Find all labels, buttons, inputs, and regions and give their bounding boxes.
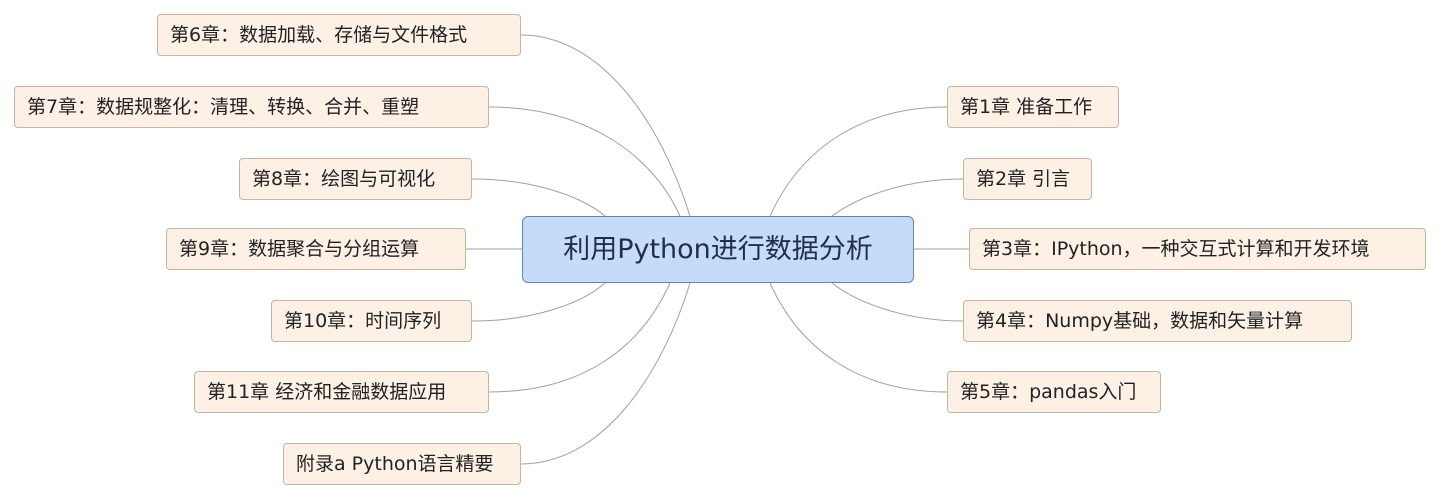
link-ch4 — [831, 282, 964, 322]
link-appendix — [520, 282, 691, 465]
link-ch7 — [488, 106, 681, 217]
link-ch8 — [471, 178, 606, 217]
node-ch4[interactable]: 第4章：Numpy基础，数据和矢量计算 — [963, 300, 1352, 342]
node-appendix-a[interactable]: 附录a Python语言精要 — [283, 443, 521, 485]
link-ch2 — [831, 178, 964, 217]
node-ch11[interactable]: 第11章 经济和金融数据应用 — [194, 371, 489, 413]
central-topic[interactable]: 利用Python进行数据分析 — [522, 216, 914, 283]
node-ch8[interactable]: 第8章：绘图与可视化 — [239, 158, 472, 200]
link-ch10 — [471, 282, 606, 322]
node-ch2[interactable]: 第2章 引言 — [963, 158, 1092, 200]
link-ch11 — [488, 282, 671, 393]
node-ch10[interactable]: 第10章：时间序列 — [271, 300, 472, 342]
node-ch5[interactable]: 第5章：pandas入门 — [947, 371, 1161, 413]
node-ch3[interactable]: 第3章：IPython，一种交互式计算和开发环境 — [969, 228, 1426, 270]
node-ch7[interactable]: 第7章：数据规整化：清理、转换、合并、重塑 — [14, 86, 489, 128]
link-ch1 — [769, 106, 948, 217]
link-ch5 — [769, 282, 948, 393]
node-ch1[interactable]: 第1章 准备工作 — [947, 86, 1119, 128]
node-ch6[interactable]: 第6章：数据加载、存储与文件格式 — [157, 14, 521, 56]
link-ch6 — [520, 34, 691, 217]
node-ch9[interactable]: 第9章：数据聚合与分组运算 — [166, 228, 466, 270]
